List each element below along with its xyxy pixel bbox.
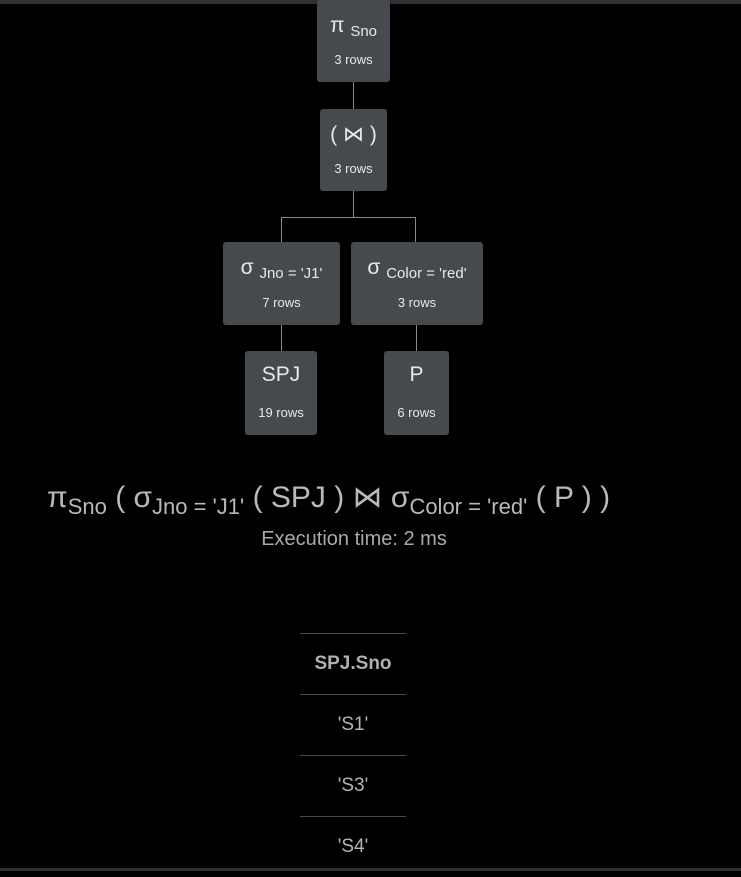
table-row: 'S3' [300, 755, 406, 816]
expr-open-paren: ( [106, 481, 134, 514]
relation-node-p[interactable]: P 6 rows [384, 351, 449, 435]
expr-sigma-1-subscript: Jno = 'J1' [152, 494, 245, 519]
row-count: 3 rows [334, 52, 373, 67]
relation-name: P [409, 363, 424, 386]
edge-join-right [415, 217, 416, 242]
edge-left-leaf [281, 325, 282, 351]
projection-attribute: Sno [350, 23, 378, 40]
relation-node-spj[interactable]: SPJ 19 rows [245, 351, 317, 435]
expr-sigma-1: σ [133, 481, 153, 514]
row-count: 3 rows [334, 161, 373, 176]
expr-sigma-2-subscript: Color = 'red' [409, 494, 528, 519]
expr-pi: π [47, 481, 68, 514]
expr-join: ⋈ [352, 481, 383, 514]
execution-time: Execution time: 2 ms [261, 528, 447, 550]
selection-operator: σ Jno = 'J1' [223, 256, 340, 282]
projection-node[interactable]: π Sno 3 rows [317, 0, 390, 82]
expr-relation-p: ( P ) ) [527, 481, 611, 514]
edge-join-horizontal [281, 217, 416, 218]
selection-node-color[interactable]: σ Color = 'red' 3 rows [351, 242, 483, 325]
expr-relation-spj: ( SPJ ) [244, 481, 353, 514]
selection-condition: Color = 'red' [386, 265, 467, 282]
bottom-border [0, 868, 741, 871]
edge-root-join [353, 82, 354, 109]
table-row: 'S4' [300, 816, 406, 877]
relation-name: SPJ [261, 363, 301, 386]
table-row: 'S1' [300, 694, 406, 755]
row-count: 6 rows [397, 405, 436, 420]
selection-condition: Jno = 'J1' [259, 265, 323, 282]
row-count: 19 rows [258, 405, 304, 420]
result-table: SPJ.Sno 'S1' 'S3' 'S4' [300, 633, 406, 877]
pi-symbol: π [329, 14, 345, 37]
projection-operator: π Sno [317, 14, 390, 40]
sigma-symbol: σ [367, 256, 381, 279]
relational-algebra-expression: πSno ( σJno = 'J1' ( SPJ ) ⋈ σColor = 'r… [0, 476, 741, 520]
selection-node-jno[interactable]: σ Jno = 'J1' 7 rows [223, 242, 340, 325]
join-operator: ( ⋈ ) [330, 123, 377, 146]
sigma-symbol: σ [240, 256, 254, 279]
edge-join-down [353, 191, 354, 217]
expr-pi-subscript: Sno [67, 494, 107, 519]
column-header: SPJ.Sno [300, 633, 406, 694]
edge-join-left [281, 217, 282, 242]
row-count: 7 rows [262, 295, 301, 310]
expr-sigma-2: σ [382, 481, 410, 514]
row-count: 3 rows [397, 295, 437, 310]
edge-right-leaf [416, 325, 417, 351]
selection-operator: σ Color = 'red' [351, 256, 483, 282]
join-node[interactable]: ( ⋈ ) 3 rows [320, 109, 387, 191]
query-tree: π Sno 3 rows ( ⋈ ) 3 rows σ Jno = 'J1' 7… [223, 0, 483, 435]
